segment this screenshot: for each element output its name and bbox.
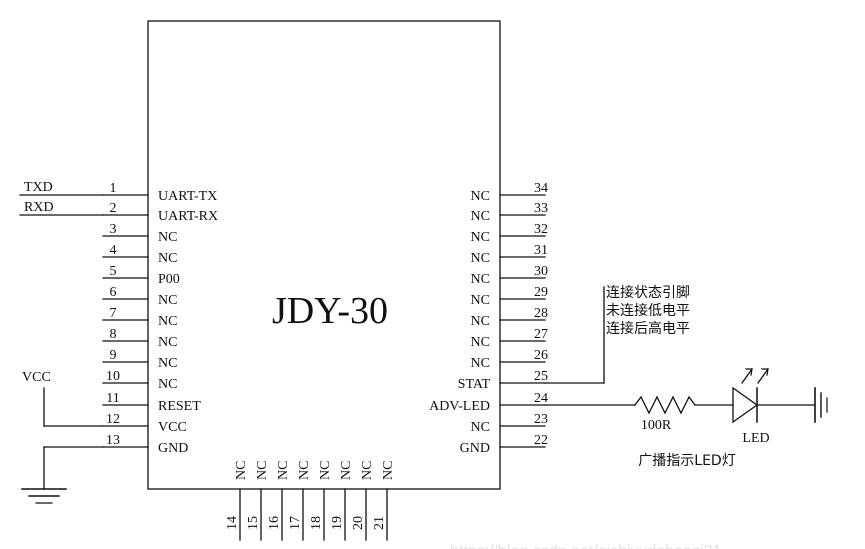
pin-label: NC (471, 189, 490, 204)
pin-label: RESET (158, 399, 201, 414)
pin-label: NC (158, 251, 177, 266)
pin-label: NC (158, 377, 177, 392)
led-light-arrowhead-1 (745, 368, 753, 376)
pin-number: 1 (110, 181, 117, 196)
pin-label: NC (471, 209, 490, 224)
pin-number: 20 (351, 516, 366, 530)
stat-note-line: 未连接低电平 (606, 302, 690, 319)
pin-number: 3 (110, 222, 117, 237)
led-light-arrow-2 (757, 368, 769, 384)
pin-number: 9 (110, 348, 117, 363)
led-label: LED (742, 431, 769, 446)
pin-label: UART-RX (158, 209, 218, 224)
pin-number: 28 (534, 306, 548, 321)
pin-label: NC (234, 461, 249, 480)
net-label: RXD (24, 200, 54, 215)
pin-number: 5 (110, 264, 117, 279)
pin-number: 14 (225, 516, 240, 530)
pin-number: 31 (534, 243, 548, 258)
pin-label: NC (158, 230, 177, 245)
pin-number: 2 (110, 201, 117, 216)
pin-number: 16 (267, 516, 282, 530)
led-light-arrowhead-2 (761, 368, 769, 376)
resistor-label: 100R (641, 418, 672, 433)
pin-number: 24 (534, 391, 548, 406)
pin-number: 17 (288, 516, 303, 530)
pin-label: VCC (158, 420, 187, 435)
pin-label: NC (158, 335, 177, 350)
pin-label: GND (460, 441, 490, 456)
pins: 1UART-TX2UART-RX3NC4NC5P006NC7NC8NC9NC10… (102, 181, 548, 541)
pin-label: GND (158, 441, 188, 456)
led-symbol (732, 386, 759, 424)
pin-number: 10 (106, 369, 120, 384)
pin-number: 21 (372, 516, 387, 530)
pin-label: NC (158, 293, 177, 308)
pin-label: NC (471, 293, 490, 308)
pin-label: NC (381, 461, 396, 480)
module-title: JDY-30 (272, 290, 388, 332)
pin-number: 25 (534, 369, 548, 384)
watermark: https://blog.csdn.net/qishiyudabaozi21 (450, 543, 721, 549)
pin-number: 22 (534, 433, 548, 448)
led-light-arrow-1 (741, 368, 753, 384)
pin-label: NC (360, 461, 375, 480)
pin-label: ADV-LED (429, 399, 490, 414)
pin-number: 32 (534, 222, 548, 237)
pin-label: NC (471, 272, 490, 287)
pin-label: NC (471, 335, 490, 350)
pin-number: 29 (534, 285, 548, 300)
pin-number: 19 (330, 516, 345, 530)
pin-number: 11 (106, 391, 119, 406)
pin-number: 34 (534, 181, 548, 196)
module-body (147, 20, 501, 490)
pin-label: NC (471, 251, 490, 266)
pin-number: 30 (534, 264, 548, 279)
led-caption: 广播指示LED灯 (638, 453, 735, 469)
pin-number: 6 (110, 285, 117, 300)
pin-label: NC (339, 461, 354, 480)
pin-label: NC (255, 461, 270, 480)
pin-label: NC (471, 314, 490, 329)
pin-number: 15 (246, 516, 261, 530)
pin-number: 13 (106, 433, 120, 448)
resistor-symbol (634, 395, 696, 415)
pin-number: 12 (106, 412, 120, 427)
pin-number: 27 (534, 327, 548, 342)
pin-label: P00 (158, 272, 180, 287)
pin-label: UART-TX (158, 189, 217, 204)
wires: TXD RXD VCC (19, 20, 828, 504)
net-label: TXD (24, 180, 53, 195)
pin-label: NC (471, 356, 490, 371)
pin-number: 18 (309, 516, 324, 530)
pin-number: 23 (534, 412, 548, 427)
pin-label: NC (471, 230, 490, 245)
pin-number: 4 (110, 243, 117, 258)
pin-label: NC (158, 356, 177, 371)
pin-label: STAT (458, 377, 491, 392)
pin-number: 7 (110, 306, 117, 321)
pin-label: NC (318, 461, 333, 480)
pin-number: 33 (534, 201, 548, 216)
pin-number: 26 (534, 348, 548, 363)
pin-label: NC (276, 461, 291, 480)
pin-label: NC (158, 314, 177, 329)
pin-number: 8 (110, 327, 117, 342)
stat-note-line: 连接状态引脚 (606, 284, 690, 301)
pin-label: NC (471, 420, 490, 435)
stat-note-line: 连接后高电平 (606, 320, 690, 337)
vcc-label: VCC (22, 370, 51, 385)
pin-label: NC (297, 461, 312, 480)
